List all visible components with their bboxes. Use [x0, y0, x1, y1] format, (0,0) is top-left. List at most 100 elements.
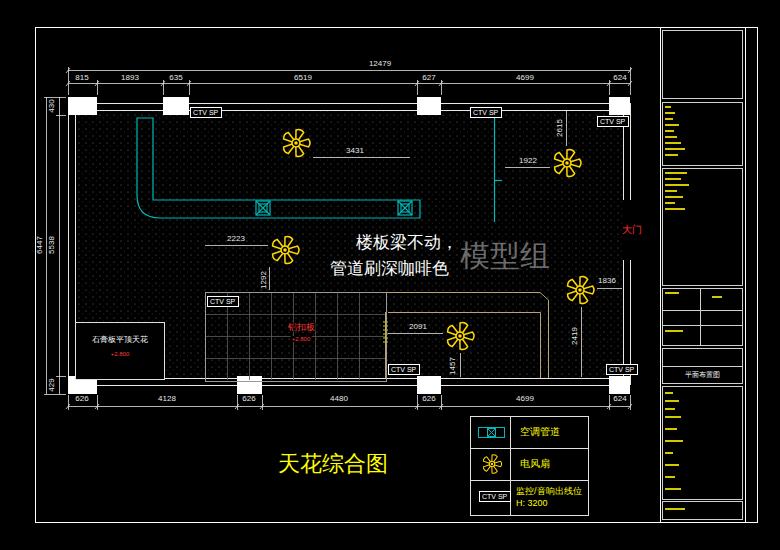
air-conditioning-duct-part [494, 112, 495, 222]
dimension-lines-part [68, 83, 630, 84]
air-conditioning-duct-part [398, 201, 412, 215]
ceiling-height: +2.800 [291, 336, 312, 342]
title-block-fine-print-part [665, 416, 681, 418]
dimension-text: 624 [613, 74, 626, 82]
title-block-fine-print-part [665, 440, 683, 442]
columns-part [163, 97, 189, 115]
title-block-fine-print-part [665, 112, 675, 114]
walls-part [68, 103, 630, 104]
ceiling-region: 铝扣板+2.800CTV SP [205, 292, 387, 382]
title-block-part [663, 289, 743, 346]
title-block-fine-print-part [665, 118, 673, 120]
columns-part [417, 97, 441, 115]
title-block-fine-print-part [665, 136, 677, 138]
outlet-box: CTV SP [388, 364, 420, 375]
title-block-part [662, 325, 742, 326]
outlet-box: CTV SP [606, 364, 638, 375]
dimension-text: 4128 [158, 395, 176, 403]
dimension-text: 626 [242, 395, 255, 403]
dimension-text: 4699 [516, 74, 534, 82]
title-block-fine-print-part [665, 196, 683, 198]
dimension-text: 12479 [369, 60, 391, 68]
region-name: 铝扣板 [287, 323, 316, 332]
fan-dimension-lines-part [505, 167, 550, 168]
door-label: 大门 [622, 225, 642, 235]
dimension-text: 626 [75, 395, 88, 403]
dimension-text: 815 [75, 74, 88, 82]
aluminium-grid-part [205, 315, 385, 359]
title-block-part [663, 349, 743, 384]
dimension-text: 1457 [449, 357, 457, 375]
ceiling-region: 石膏板平顶天花 +2.800 [75, 322, 165, 380]
title-block-part [663, 169, 743, 286]
legend-table-part [470, 448, 588, 449]
ceiling-height: +2.800 [110, 351, 131, 357]
room-outlines-part [385, 293, 549, 379]
aluminium-grid [205, 292, 385, 380]
dimension-lines-part [69, 67, 631, 95]
dimension-lines-part [66, 404, 632, 409]
title-block-fine-print-part [665, 148, 685, 150]
title-block-fine-print-part [665, 408, 675, 410]
aluminium-grid-part [228, 292, 360, 380]
drawing-title: 天花综合图 [278, 453, 388, 475]
title-block-fine-print-part [665, 106, 671, 108]
region-name: 石膏板平顶天花 [91, 336, 149, 344]
outlet-box: CTV SP [479, 491, 511, 502]
title-block-fine-print-part [665, 208, 685, 210]
dimension-text: 2419 [571, 327, 579, 345]
note-text: 楼板梁不动， [356, 234, 458, 251]
air-conditioning-duct-part [494, 180, 502, 181]
fan-dimension-lines-part [581, 307, 582, 377]
title-block-part [700, 288, 701, 345]
legend-fan-sample [483, 454, 502, 474]
dimension-text: 3431 [346, 147, 364, 155]
dimension-lines [44, 67, 632, 410]
air-conditioning-duct-part [398, 201, 412, 215]
title-block-fine-print-part [665, 130, 674, 132]
dimension-text: 624 [613, 395, 626, 403]
legend-text: 监控/音响出线位 H: 3200 [516, 485, 586, 509]
fan-dimension-lines-part [597, 288, 622, 289]
walls-part [630, 103, 631, 200]
legend-table-part [470, 480, 588, 481]
dimension-text: 626 [422, 395, 435, 403]
walls-part [75, 110, 623, 111]
dimension-text: 2223 [227, 235, 245, 243]
dimension-text: 1922 [519, 157, 537, 165]
outlet-code: CTV SP [389, 365, 419, 374]
outlet-code: CTV SP [480, 492, 510, 501]
title-block [662, 31, 743, 520]
ceiling-fans [271, 128, 594, 350]
title-block-fine-print-part [665, 476, 675, 478]
title-block-part [663, 103, 743, 166]
room-outlines-part [388, 313, 541, 379]
dimension-text: 2091 [409, 323, 427, 331]
dimension-lines-part [44, 98, 66, 395]
dimension-lines-part [68, 406, 630, 407]
outlet-box: CTV SP [190, 107, 222, 118]
legend-table-part [471, 417, 589, 516]
title-block-fine-print-part [665, 400, 679, 402]
title-block-fine-print-part [665, 428, 677, 430]
outlet-box: CTV SP [470, 107, 502, 118]
fan-dimension-lines-part [269, 267, 270, 290]
note-text: 管道刷深咖啡色 [330, 260, 449, 277]
title-block-fine-print [665, 106, 722, 510]
dimension-text: 1893 [121, 74, 139, 82]
dimension-lines-part [59, 97, 60, 394]
legend-duct-sample-part [479, 428, 505, 438]
columns-part [609, 97, 630, 115]
room-outlines-part [383, 322, 388, 342]
ceiling-fans-part [566, 275, 594, 304]
outlet-code: CTV SP [607, 365, 637, 374]
ceiling-fans-part [553, 148, 581, 177]
title-block-fine-print-part [665, 184, 689, 186]
dimension-text: 4699 [516, 395, 534, 403]
title-block-fine-print-part [665, 154, 678, 156]
title-block-fine-print-part [665, 142, 681, 144]
ceiling-fans-part [282, 128, 310, 157]
dimension-text: 1836 [598, 277, 616, 285]
watermark: 模型组 [460, 241, 550, 271]
